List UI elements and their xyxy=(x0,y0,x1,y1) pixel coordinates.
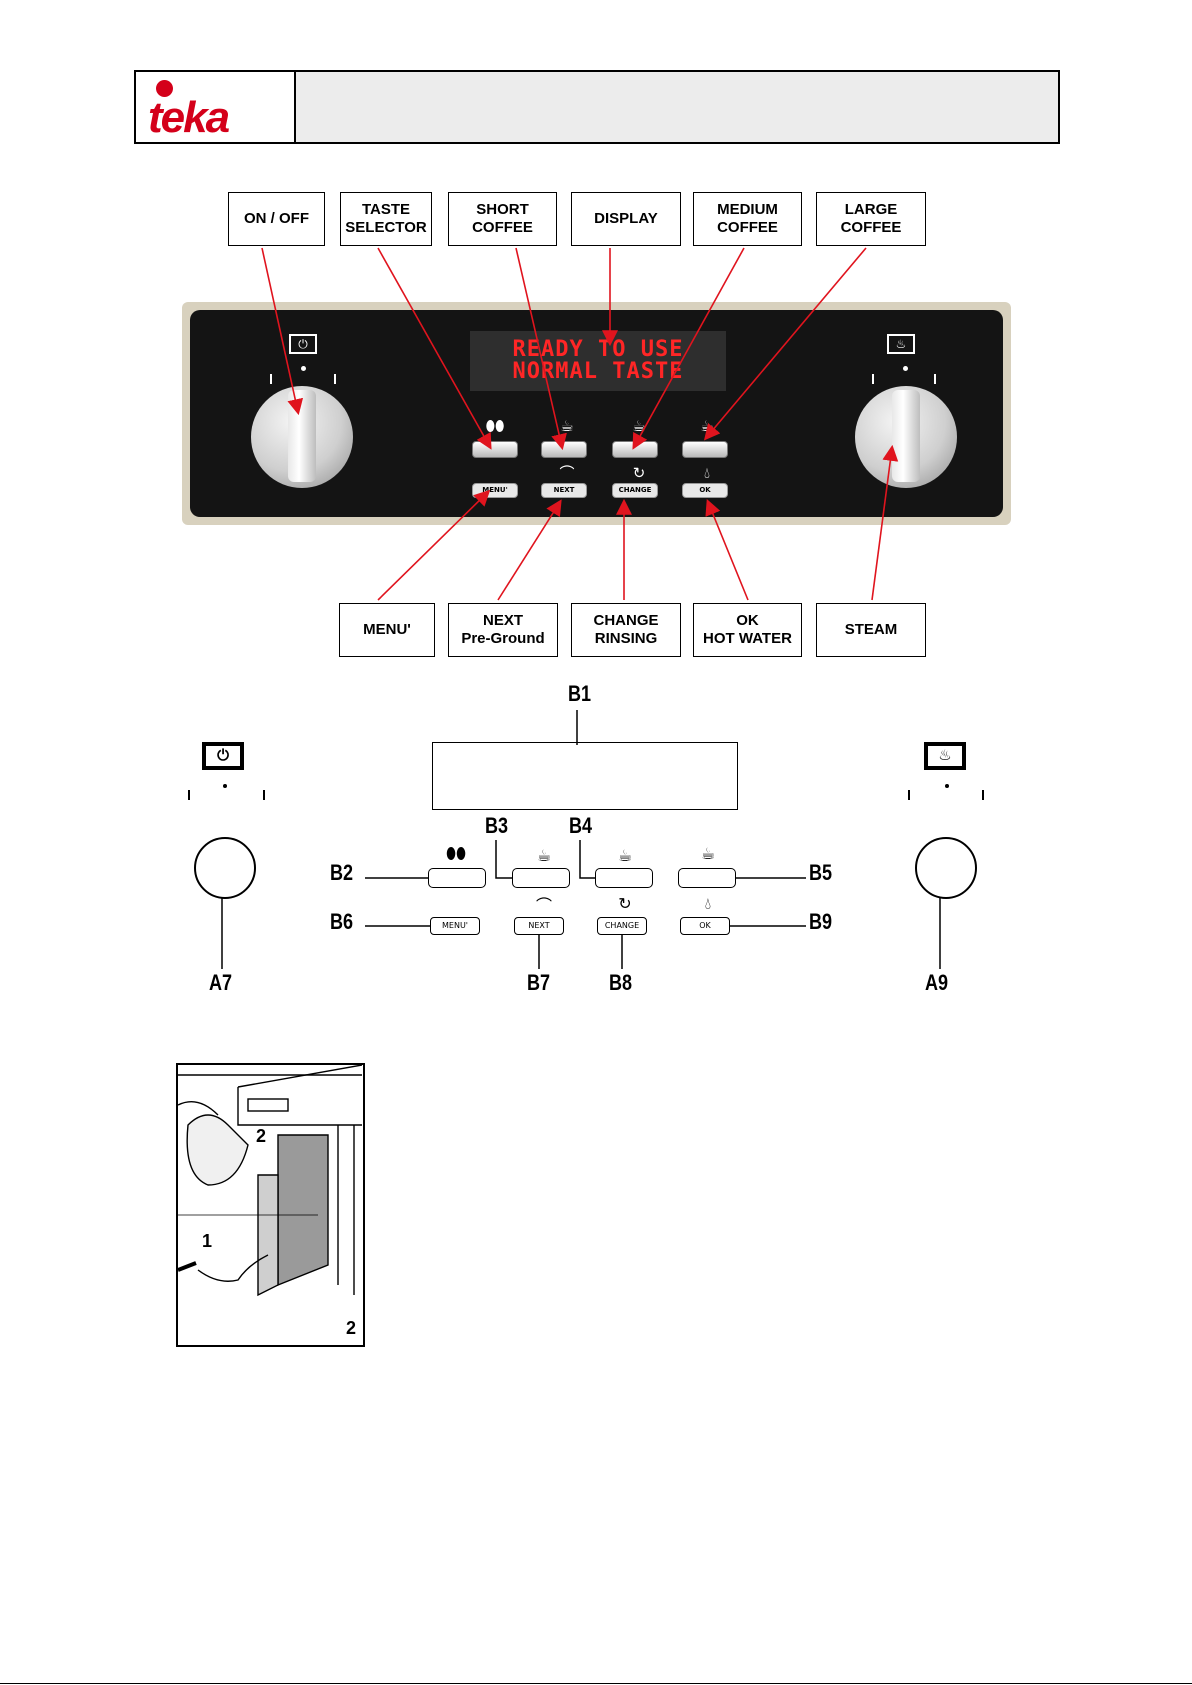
diagram-button-b4 xyxy=(595,868,653,888)
steam-icon: ♨ xyxy=(887,334,915,354)
label-taste-selector: TASTE SELECTOR xyxy=(340,192,432,246)
power-icon: ⏻ xyxy=(289,334,317,354)
label-next-pre-ground: NEXT Pre-Ground xyxy=(448,603,558,657)
footer-rule xyxy=(0,1683,1192,1684)
diagram-button-b3 xyxy=(512,868,570,888)
lcd-display: READY TO USE NORMAL TASTE xyxy=(470,331,726,391)
label-b3: B3 xyxy=(485,815,508,837)
water-drop-icon: 💧︎ xyxy=(693,897,723,913)
knob-tick xyxy=(982,790,984,800)
label-b2: B2 xyxy=(330,862,353,884)
label-menu: MENU' xyxy=(339,603,435,657)
diagram-button-b2 xyxy=(428,868,486,888)
knob-grip xyxy=(892,390,920,482)
knob-tick xyxy=(334,374,336,384)
rinse-arrow-icon: ↻ xyxy=(610,897,640,913)
step-2-label: 2 xyxy=(256,1127,266,1145)
figure-number: 2 xyxy=(346,1319,356,1337)
label-on-off: ON / OFF xyxy=(228,192,325,246)
coffee-beans-icon: ⬮⬮ xyxy=(441,847,471,863)
leader-b3 xyxy=(496,840,512,878)
large-cup-icon: ☕ xyxy=(693,847,723,863)
steam-knob[interactable] xyxy=(855,386,957,488)
diagram-button-ok: OK xyxy=(680,917,730,935)
menu-button[interactable]: MENU' xyxy=(472,483,518,498)
label-change-rinsing: CHANGE RINSING xyxy=(571,603,681,657)
display-line-1: READY TO USE xyxy=(513,339,684,361)
spoon-icon: ⌒ xyxy=(552,466,582,481)
label-large-coffee: LARGE COFFEE xyxy=(816,192,926,246)
knob-tick xyxy=(908,790,910,800)
diagram-steam-knob xyxy=(915,837,977,899)
label-a7: A7 xyxy=(209,972,232,994)
illustration-drawing xyxy=(178,1065,362,1344)
change-button[interactable]: CHANGE xyxy=(612,483,658,498)
rinse-arrow-icon: ↻ xyxy=(624,466,654,481)
knob-grip xyxy=(288,390,316,482)
knob-tick xyxy=(934,374,936,384)
document-header: teka xyxy=(134,70,1060,144)
diagram-button-menu: MENU' xyxy=(430,917,480,935)
knob-tick xyxy=(263,790,265,800)
label-steam: STEAM xyxy=(816,603,926,657)
leader-b4 xyxy=(580,840,595,878)
label-b6: B6 xyxy=(330,911,353,933)
label-medium-coffee: MEDIUM COFFEE xyxy=(693,192,802,246)
diagram-display xyxy=(432,742,738,810)
taste-selector-button[interactable] xyxy=(472,441,518,458)
water-tank-illustration: 2 1 2 xyxy=(176,1063,365,1347)
display-line-2: NORMAL TASTE xyxy=(513,361,684,383)
diagram-button-next: NEXT xyxy=(514,917,564,935)
large-coffee-button[interactable] xyxy=(682,441,728,458)
power-icon: ⏻ xyxy=(202,742,244,770)
medium-cup-icon: ☕ xyxy=(610,849,640,865)
label-b9: B9 xyxy=(809,911,832,933)
knob-tick xyxy=(872,374,874,384)
label-b5: B5 xyxy=(809,862,832,884)
label-b4: B4 xyxy=(569,815,592,837)
knob-tick xyxy=(188,790,190,800)
label-b7: B7 xyxy=(527,972,550,994)
short-coffee-button[interactable] xyxy=(541,441,587,458)
spoon-icon: ⌒ xyxy=(529,899,559,915)
label-short-coffee: SHORT COFFEE xyxy=(448,192,557,246)
label-a9: A9 xyxy=(925,972,948,994)
medium-coffee-button[interactable] xyxy=(612,441,658,458)
knob-dot xyxy=(301,366,306,371)
knob-tick xyxy=(270,374,272,384)
coffee-beans-icon: ⬮⬮ xyxy=(480,419,510,434)
medium-cup-icon: ☕ xyxy=(624,419,654,434)
label-ok-hot-water: OK HOT WATER xyxy=(693,603,802,657)
header-title-area xyxy=(296,72,1058,142)
diagram-button-b5 xyxy=(678,868,736,888)
label-b8: B8 xyxy=(609,972,632,994)
knob-dot xyxy=(223,784,227,788)
teka-logo: teka xyxy=(136,72,296,142)
step-1-label: 1 xyxy=(202,1232,212,1250)
small-cup-icon: ☕ xyxy=(552,419,582,434)
on-off-knob[interactable] xyxy=(251,386,353,488)
small-cup-icon: ☕ xyxy=(529,849,559,865)
steam-icon: ♨ xyxy=(924,742,966,770)
knob-dot xyxy=(903,366,908,371)
logo-wordmark: teka xyxy=(148,96,228,140)
diagram-button-change: CHANGE xyxy=(597,917,647,935)
label-display: DISPLAY xyxy=(571,192,681,246)
water-drop-icon: 💧︎ xyxy=(692,466,722,481)
next-button[interactable]: NEXT xyxy=(541,483,587,498)
knob-dot xyxy=(945,784,949,788)
large-cup-icon: ☕ xyxy=(692,419,722,434)
ok-button[interactable]: OK xyxy=(682,483,728,498)
diagram-on-off-knob xyxy=(194,837,256,899)
label-b1: B1 xyxy=(568,683,591,705)
